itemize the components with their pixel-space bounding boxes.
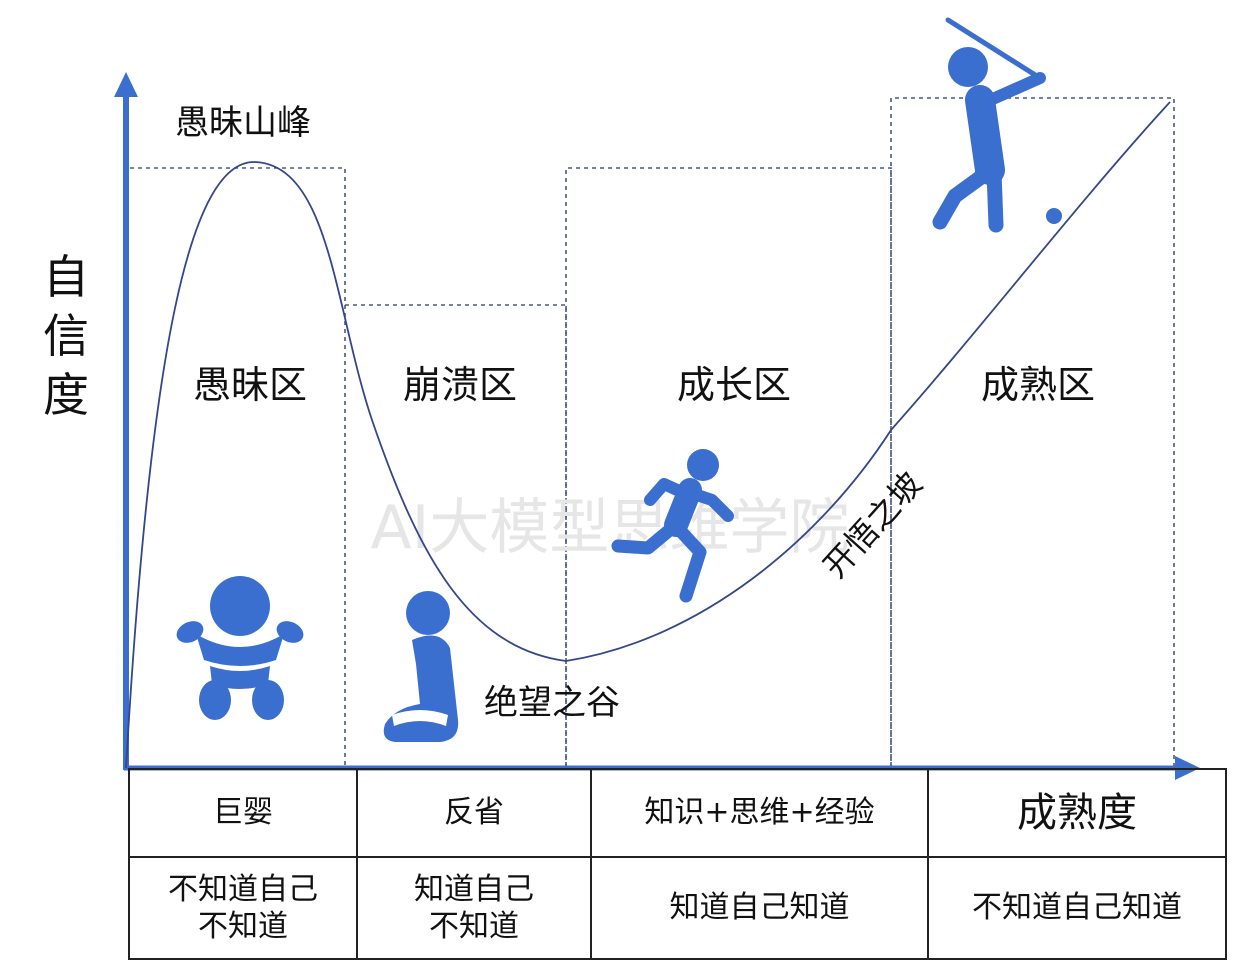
running-person-icon [611,449,734,603]
zone-box-4 [890,97,1175,766]
awareness-cell-2-line-1: 知道自己 [414,871,534,907]
y-axis-label-char-3: 度 [43,368,89,422]
y-axis-label: 自 信 度 [43,250,89,422]
awareness-cell-3: 知道自己知道 [590,856,929,960]
zone-label-1: 愚昧区 [193,363,307,407]
zone-box-3 [565,167,892,766]
zone-label-3: 成长区 [677,363,791,407]
zone-label-2: 崩溃区 [403,363,517,407]
y-axis-label-char-2: 信 [43,309,89,363]
awareness-cell-2-line-2: 不知道 [429,909,519,944]
y-axis-label-char-1: 自 [43,250,89,304]
valley-label: 绝望之谷 [484,683,620,723]
y-axis-arrow-icon [114,72,138,97]
baby-icon [176,576,304,720]
awareness-cell-1-line-2: 不知道 [198,909,288,944]
watermark: AI大模型思维学院 [371,493,850,563]
zone-boxes [130,97,1175,766]
awareness-cell-4-line-1: 不知道自己知道 [972,890,1182,926]
stage-cell-2: 反省 [356,768,592,858]
axes [114,72,1200,780]
stage-cell-4: 成熟度 [927,768,1227,858]
awareness-cell-4: 不知道自己知道 [927,856,1227,960]
kneeling-person-icon [383,591,459,742]
awareness-cell-1-line-1: 不知道自己 [168,871,318,907]
stage-cell-3: 知识+思维+经验 [590,768,929,858]
awareness-cell-1: 不知道自己 不知道 [128,856,358,960]
table-row: 巨婴 反省 知识+思维+经验 成熟度 [128,768,1227,858]
stage-cell-1: 巨婴 [128,768,358,858]
peak-label: 愚昧山峰 [175,103,311,143]
awareness-cell-3-line-1: 知道自己知道 [669,890,850,926]
bottom-table: 巨婴 反省 知识+思维+经验 成熟度 不知道自己 不知道 知道自己 不知道 知道… [128,768,1227,960]
awareness-cell-2: 知道自己 不知道 [356,856,592,960]
zone-label-4: 成熟区 [981,363,1095,407]
golfer-icon [932,17,1062,233]
table-row: 不知道自己 不知道 知道自己 不知道 知道自己知道 不知道自己知道 [128,856,1227,960]
confidence-curve [125,101,1171,769]
